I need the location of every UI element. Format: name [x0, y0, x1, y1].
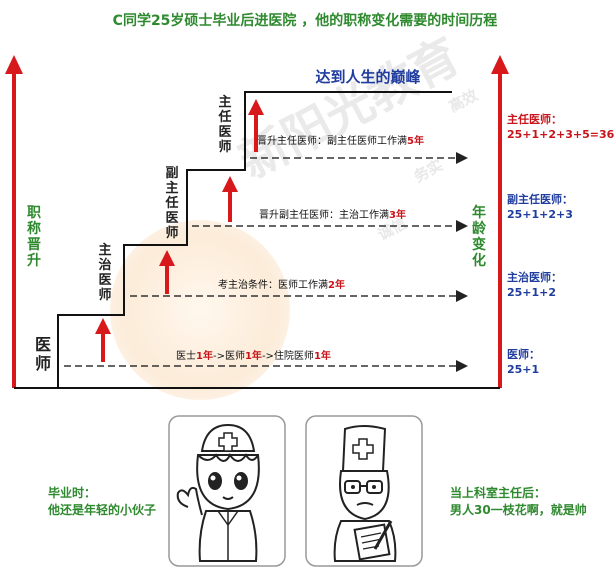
note-segment: 1年 — [313, 351, 331, 362]
caption-graduation-title: 毕业时： — [48, 486, 97, 500]
caption-chief: 当上科室主任后： 男人30一枝花啊，就是帅 — [450, 485, 587, 519]
note-segment: 1年 — [196, 351, 213, 362]
age-associate-chief: 副主任医师： 25+1+2+3 — [507, 192, 573, 222]
note-level-3: 晋升副主任医师：主治工作满3年 — [259, 206, 406, 221]
age-chief-value: 25+1+2+3+5=36 — [507, 128, 614, 141]
note-segment: 医士 — [176, 351, 196, 362]
note-level-2: 考主治条件：医师工作满2年 — [218, 276, 345, 291]
step-arrow-3 — [222, 176, 238, 222]
note-level-4: 晋升主任医师：副主任医师工作满5年 — [257, 132, 424, 147]
note-segment: 晋升副主任医师：主治工作满 — [259, 210, 389, 221]
chief-doctor-illustration — [305, 415, 423, 567]
caption-graduation-text: 他还是年轻的小伙子 — [48, 503, 157, 517]
step-title-attending: 主治医师 — [98, 243, 112, 303]
note-segment: 晋升主任医师：副主任医师工作满 — [257, 136, 407, 147]
age-physician: 医师： 25+1 — [507, 347, 540, 377]
step-arrow-2 — [159, 250, 175, 294]
step-arrow-4 — [248, 99, 264, 152]
staircase-outline — [57, 91, 452, 388]
note-level-1: 医士1年->医师1年->住院医师1年 — [176, 347, 331, 362]
age-associate-chief-label: 副主任医师： — [507, 193, 573, 206]
age-chief: 主任医师： 25+1+2+3+5=36 — [507, 112, 614, 142]
left-red-axis-arrow — [5, 55, 23, 388]
note-segment: 3年 — [389, 210, 406, 221]
age-attending-label: 主治医师： — [507, 271, 562, 284]
step-title-chief: 主任医师 — [218, 95, 232, 155]
age-physician-label: 医师： — [507, 348, 540, 361]
note-segment: ->住院医师 — [261, 351, 314, 362]
caption-chief-text: 男人30一枝花啊，就是帅 — [450, 503, 587, 517]
right-axis-label: 年龄变化 — [472, 205, 486, 269]
note-segment: 考主治条件：医师工作满 — [218, 280, 328, 291]
caption-graduation: 毕业时： 他还是年轻的小伙子 — [48, 485, 156, 519]
note-segment: 5年 — [407, 136, 424, 147]
watermark-circle — [110, 220, 290, 400]
young-doctor-illustration — [168, 415, 286, 567]
caption-chief-title: 当上科室主任后： — [450, 486, 547, 500]
age-physician-value: 25+1 — [507, 363, 540, 376]
step-title-associate-chief: 副主任医师 — [165, 166, 179, 241]
age-attending-value: 25+1+2 — [507, 286, 557, 299]
right-red-axis-arrow — [491, 55, 509, 388]
note-segment: ->医师 — [212, 351, 245, 362]
career-staircase — [5, 55, 509, 389]
note-segment: 2年 — [328, 280, 345, 291]
note-segment: 1年 — [244, 351, 262, 362]
age-chief-label: 主任医师： — [507, 113, 562, 126]
peak-label: 达到人生的巅峰 — [315, 68, 421, 86]
step-arrow-1 — [95, 318, 111, 362]
page-title: C同学25岁硕士毕业后进医院 ，他的职称变化需要的时间历程 — [112, 13, 498, 29]
watermark: 新阳光教育 高效 务实 诚信 — [110, 28, 545, 400]
age-associate-chief-value: 25+1+2+3 — [507, 208, 573, 221]
age-attending: 主治医师： 25+1+2 — [507, 270, 562, 300]
left-axis-label: 职称晋升 — [27, 205, 41, 269]
step-title-physician: 医师 — [35, 335, 52, 373]
